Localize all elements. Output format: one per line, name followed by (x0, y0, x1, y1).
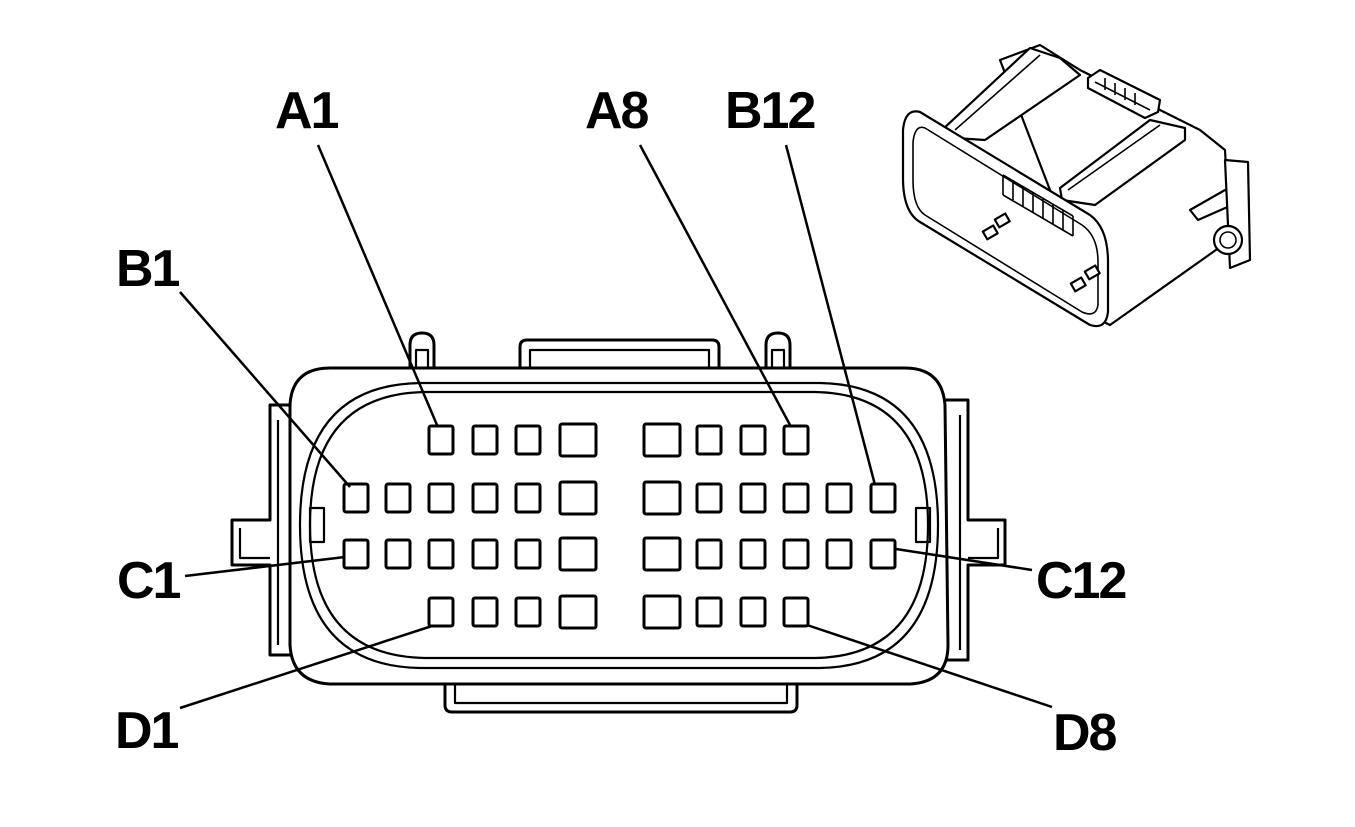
pin-cavity-c6 (558, 536, 598, 572)
pin-cavity-a8 (782, 424, 810, 456)
leader-d1 (179, 624, 433, 710)
right-side-bracket (938, 398, 1007, 662)
pin-cavity-b12 (869, 482, 897, 514)
connector-isometric-view (901, 43, 1252, 328)
left-key-slot (308, 506, 326, 544)
right-key-slot (914, 506, 932, 544)
pin-cavity-c7 (642, 536, 682, 572)
leader-b1 (179, 291, 351, 488)
leader-b12 (784, 144, 877, 486)
housing-inner-seal (298, 381, 940, 670)
leader-c1 (184, 555, 346, 578)
pin-cavity-b6 (558, 480, 598, 516)
label-d8: D8 (1053, 704, 1117, 762)
pin-cavity-d8 (782, 596, 810, 628)
pin-cavity-c9 (739, 538, 767, 570)
pin-cavity-b1 (342, 482, 370, 514)
pin-cavity-b4 (471, 482, 499, 514)
pin-cavity-a5 (642, 422, 682, 458)
pin-cavity-a7 (739, 424, 767, 456)
pin-cavity-d6 (695, 596, 723, 628)
pin-cavity-c3 (427, 538, 455, 570)
pin-cavity-b2 (384, 482, 412, 514)
pin-cavity-b5 (514, 482, 542, 514)
pin-cavity-a4 (558, 422, 598, 458)
pin-cavity-c8 (695, 538, 723, 570)
label-b12: B12 (725, 82, 814, 140)
label-c12: C12 (1036, 552, 1125, 610)
pin-cavity-d1 (427, 596, 455, 628)
pin-cavity-b7 (642, 480, 682, 516)
pin-cavity-b8 (695, 482, 723, 514)
leader-a8 (638, 144, 792, 426)
label-a1: A1 (275, 82, 339, 140)
label-c1: C1 (117, 552, 181, 610)
pin-cavity-a3 (514, 424, 542, 456)
pin-cavity-b9 (739, 482, 767, 514)
pin-cavity-d5 (642, 594, 682, 630)
pin-cavity-b10 (782, 482, 810, 514)
pin-cavity-b3 (427, 482, 455, 514)
pin-cavity-a6 (695, 424, 723, 456)
label-a8: A8 (585, 82, 649, 140)
top-tab (518, 338, 721, 374)
connector-face (230, 331, 1007, 714)
leader-a1 (316, 144, 439, 426)
pin-cavity-c1 (342, 538, 370, 570)
leader-d8 (806, 623, 1053, 709)
pin-cavity-c12 (869, 538, 897, 570)
pin-cavity-d4 (558, 594, 598, 630)
pin-cavity-c11 (825, 538, 853, 570)
pin-cavity-c2 (384, 538, 412, 570)
leader-lines (179, 144, 1053, 710)
pin-cavity-a2 (471, 424, 499, 456)
pin-cavity-d3 (514, 596, 542, 628)
connector-housing (288, 366, 950, 686)
pin-cavity-a1 (427, 424, 455, 456)
pin-cavity-d2 (471, 596, 499, 628)
label-b1: B1 (116, 240, 180, 298)
label-d1: D1 (115, 702, 179, 760)
pin-cavity-b11 (825, 482, 853, 514)
pin-cavity-c10 (782, 538, 810, 570)
pin-cavities (342, 422, 897, 630)
leader-c12 (895, 547, 1033, 572)
pin-cavity-d7 (739, 596, 767, 628)
pin-cavity-c4 (471, 538, 499, 570)
pin-labels: A1 A8 B12 B1 C1 C12 D1 D8 (115, 82, 1127, 762)
pin-cavity-c5 (514, 538, 542, 570)
